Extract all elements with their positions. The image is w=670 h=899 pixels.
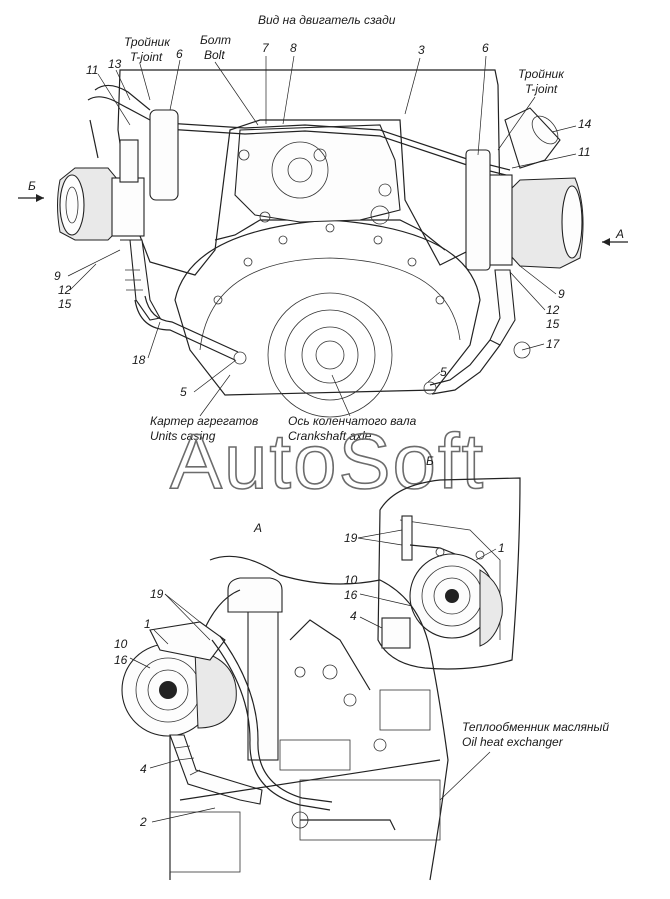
callout-a-19: 19 [150, 587, 164, 601]
arrow-a: А [602, 227, 628, 246]
rear-view-title: Вид на двигатель сзади [258, 13, 396, 27]
callout-18: 18 [132, 353, 146, 367]
callout-12-right: 12 [546, 303, 560, 317]
view-a-title: А [253, 521, 262, 535]
callout-15-left: 15 [58, 297, 72, 311]
callout-b-1: 1 [498, 541, 505, 555]
oil-exchanger-ru: Теплообменник масляный [462, 720, 609, 734]
callout-3: 3 [418, 43, 425, 57]
callout-b-10: 10 [344, 573, 358, 587]
crankshaft-en: Crankshaft axle [288, 429, 372, 443]
callout-b-19: 19 [344, 531, 358, 545]
callout-15-right: 15 [546, 317, 560, 331]
callout-b-4: 4 [350, 609, 357, 623]
callout-6-left: 6 [176, 47, 183, 61]
arrow-b-label: Б [28, 179, 36, 193]
callout-14: 14 [578, 117, 592, 131]
callout-8: 8 [290, 41, 297, 55]
callout-a-10: 10 [114, 637, 128, 651]
engine-block [117, 69, 511, 418]
callout-5-left: 5 [180, 385, 187, 399]
callout-12-left: 12 [58, 283, 72, 297]
top-leaders [67, 55, 577, 393]
callout-a-4: 4 [140, 762, 147, 776]
arrow-b: Б [18, 179, 44, 202]
casing-ru: Картер агрегатов [150, 414, 258, 428]
view-b-title: Б [426, 454, 434, 468]
oil-exchanger-en: Oil heat exchanger [462, 735, 564, 749]
callout-9-left: 9 [54, 269, 61, 283]
watermark-text: AutoSoft [170, 417, 485, 505]
callout-b-16: 16 [344, 588, 358, 602]
callout-a-16: 16 [114, 653, 128, 667]
callout-6-right: 6 [482, 41, 489, 55]
callout-17: 17 [546, 337, 561, 351]
callout-11-right: 11 [578, 145, 590, 159]
callout-11-left: 11 [86, 63, 98, 77]
top-callouts: 11 13 6 7 8 3 6 14 11 9 12 15 18 5 5 12 … [54, 41, 592, 399]
callout-a-2: 2 [139, 815, 147, 829]
tee-left-en: T-joint [130, 50, 163, 64]
tee-right-ru: Тройник [518, 67, 565, 81]
tee-right-en: T-joint [525, 82, 558, 96]
callout-5-right: 5 [440, 365, 447, 379]
casing-en: Units casing [150, 429, 216, 443]
arrow-a-label: А [615, 227, 624, 241]
bolt-ru: Болт [200, 33, 231, 47]
tee-left-ru: Тройник [124, 35, 171, 49]
bolt-en: Bolt [204, 48, 225, 62]
view-b-inset [377, 477, 521, 670]
crankshaft-ru: Ось коленчатого вала [288, 414, 417, 428]
callout-a-1: 1 [144, 617, 151, 631]
view-a-drawing [121, 555, 449, 881]
callout-7: 7 [262, 41, 270, 55]
callout-13: 13 [108, 57, 122, 71]
callout-9-right: 9 [558, 287, 565, 301]
left-turbocharger [57, 84, 247, 365]
right-turbocharger [423, 107, 584, 395]
